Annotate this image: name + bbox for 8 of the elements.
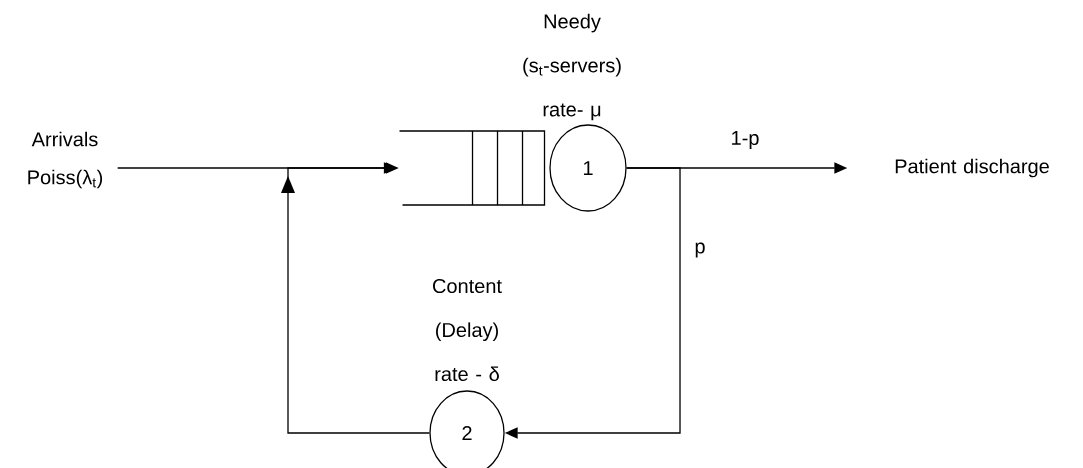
queue-buffer xyxy=(398,130,546,206)
node-caption: Needy (s$_{t}$-servers) rate- μ xyxy=(523,13,621,121)
text-label: Arrivals Poiss(λ$_{t}$) xyxy=(28,131,103,189)
node-caption: Content (Delay) rate - δ xyxy=(433,278,502,382)
text-label: Patient discharge xyxy=(895,158,1049,178)
arrow xyxy=(281,162,430,434)
edge-label: 1-p xyxy=(728,129,762,151)
edge-label: p xyxy=(692,240,708,260)
